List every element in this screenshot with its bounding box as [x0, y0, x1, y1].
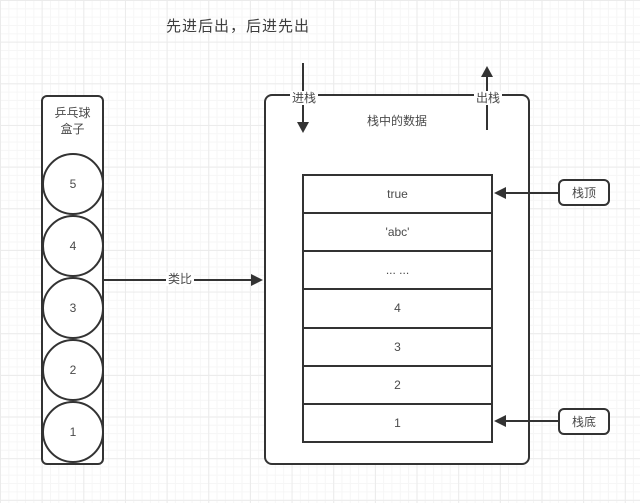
- pop-label: 出栈: [474, 91, 503, 105]
- arrow-left-icon: [494, 187, 506, 199]
- push-label: 进栈: [290, 91, 319, 105]
- arrow-up-icon: [481, 66, 493, 77]
- ball-5: 5: [42, 153, 104, 215]
- ball-2: 2: [42, 339, 104, 401]
- ball-1: 1: [42, 401, 104, 463]
- stack-cell: ... ...: [304, 252, 491, 291]
- stack-bottom-arrow-line: [504, 420, 558, 422]
- stack-cell: 2: [304, 367, 491, 405]
- stack-cells: true 'abc' ... ... 4 3 2 1: [302, 174, 493, 443]
- ping-pong-box: 乒乓球 盒子 5 4 3 2 1: [41, 95, 104, 465]
- diagram-title: 先进后出，后进先出: [165, 18, 310, 35]
- arrow-right-icon: [251, 274, 263, 286]
- stack-cell: 'abc': [304, 214, 491, 253]
- ping-pong-box-label-line1: 乒乓球: [54, 106, 91, 120]
- ball-3: 3: [42, 277, 104, 339]
- stack-cell: true: [304, 176, 491, 215]
- arrow-left-icon: [494, 415, 506, 427]
- stack-title: 栈中的数据: [366, 114, 427, 128]
- callout-stack-top: 栈顶: [558, 179, 610, 206]
- arrow-down-icon: [297, 122, 309, 133]
- analogy-label: 类比: [166, 272, 195, 286]
- ball-4: 4: [42, 215, 104, 277]
- ping-pong-box-label: 乒乓球 盒子: [43, 105, 102, 137]
- stack-top-arrow-line: [504, 192, 558, 194]
- ping-pong-box-label-line2: 盒子: [60, 122, 85, 136]
- callout-stack-bottom: 栈底: [558, 408, 610, 435]
- stack-cell: 4: [304, 290, 491, 329]
- stack-cell: 3: [304, 329, 491, 367]
- stack-cell: 1: [394, 415, 401, 430]
